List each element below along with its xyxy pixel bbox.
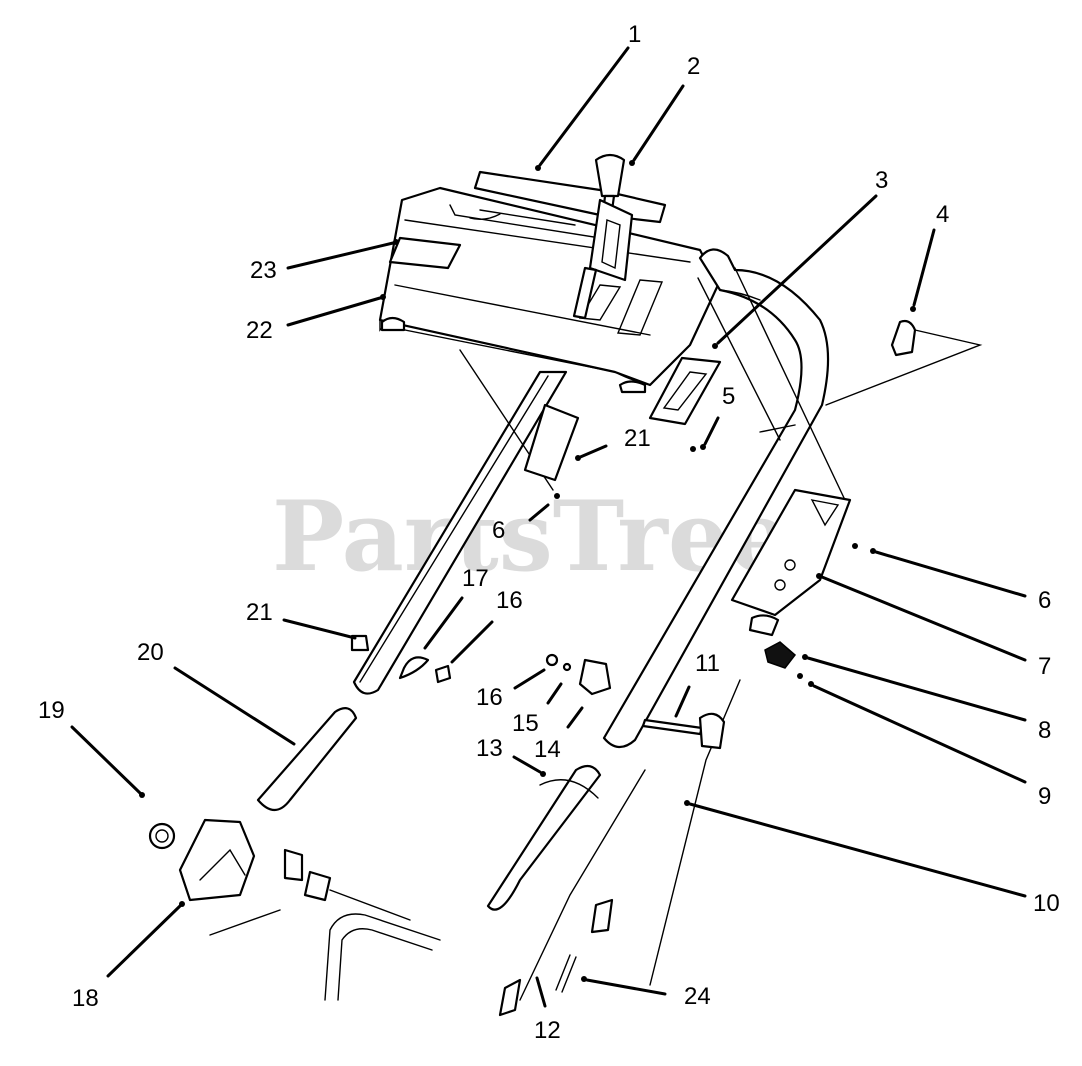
callout-10: 10 (1033, 890, 1060, 917)
handle-bracket (178, 818, 411, 936)
callout-16: 16 (496, 587, 523, 614)
callout-20: 20 (137, 639, 164, 666)
callout-14: 14 (534, 736, 561, 763)
callout-3: 3 (875, 167, 888, 194)
lever-cam (764, 641, 797, 669)
callout-21: 21 (624, 425, 651, 452)
callout-23: 23 (250, 257, 277, 284)
decal (388, 236, 462, 270)
callout-19: 19 (38, 697, 65, 724)
upper-handle (602, 248, 830, 749)
wing-nut (890, 319, 917, 357)
callout-12: 12 (534, 1017, 561, 1044)
callout-13: 13 (476, 735, 503, 762)
spring (555, 954, 577, 993)
callout-21: 21 (246, 599, 273, 626)
control-bracket (730, 488, 852, 637)
callout-16: 16 (476, 684, 503, 711)
callout-6: 6 (1038, 587, 1051, 614)
bracket-plate (648, 356, 722, 426)
callout-7: 7 (1038, 653, 1051, 680)
hand-grip (256, 707, 358, 812)
callout-4: 4 (936, 201, 949, 228)
callout-5: 5 (722, 383, 735, 410)
knob (148, 822, 176, 850)
callout-8: 8 (1038, 717, 1051, 744)
callout-11: 11 (695, 650, 720, 677)
callout-17: 17 (462, 565, 489, 592)
shift-lever (572, 153, 634, 320)
lower-grip (486, 764, 602, 911)
left-tube (352, 370, 568, 695)
callout-24: 24 (684, 983, 711, 1010)
callout-15: 15 (512, 710, 539, 737)
callout-1: 1 (628, 21, 641, 48)
callout-2: 2 (687, 53, 700, 80)
callout-labels: 1 2 3 4 5 6 6 7 8 9 10 11 12 13 14 15 16… (38, 21, 1060, 1044)
callout-9: 9 (1038, 783, 1051, 810)
callout-6: 6 (492, 517, 505, 544)
callout-18: 18 (72, 985, 99, 1012)
callout-22: 22 (246, 317, 273, 344)
leader-lines (70, 46, 1027, 1008)
control-panel (378, 170, 720, 394)
